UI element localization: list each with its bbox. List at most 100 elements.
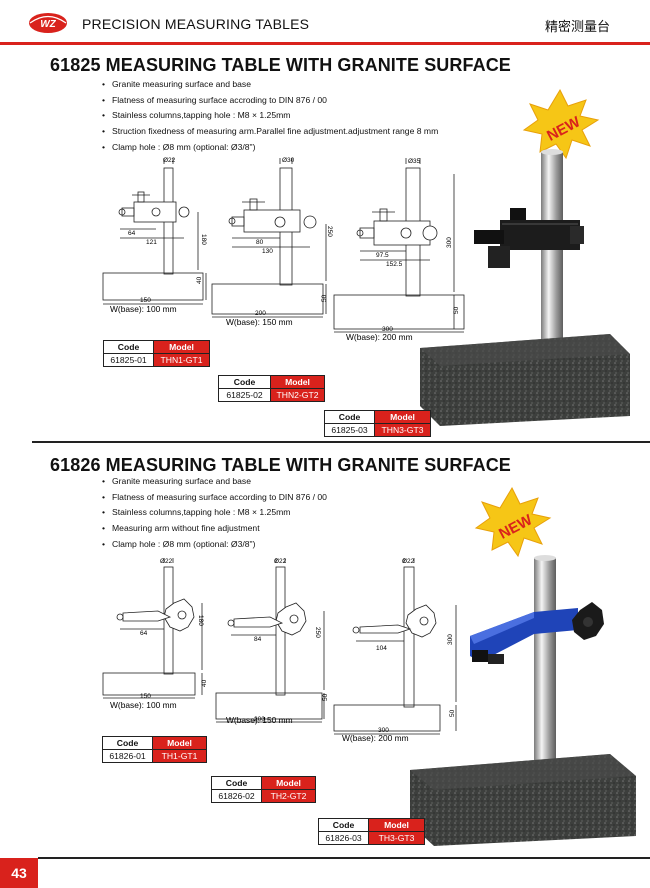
product-code: 61826-01	[102, 749, 153, 763]
dim-arm-inner: 84	[254, 636, 262, 643]
dim-diameter: Ø35	[408, 158, 421, 165]
dim-diameter: Ø22	[160, 558, 173, 565]
code-header: Code	[211, 776, 262, 790]
model-header: Model	[368, 818, 425, 832]
dim-base-width: 200	[255, 310, 266, 317]
drawing-61826-01: Ø22 64 180 40 150 W(base): 100 mm	[102, 558, 208, 710]
section-divider	[32, 441, 650, 443]
base-width-caption: W(base): 150 mm	[226, 715, 293, 725]
dim-arm-inner: 80	[256, 239, 264, 246]
dim-base-height: 50	[449, 709, 456, 717]
dim-base-height: 50	[321, 294, 328, 302]
dim-arm-outer: 130	[262, 248, 273, 255]
dim-diameter: Ø22	[402, 558, 415, 565]
model-header: Model	[152, 736, 207, 750]
feature-list-61826: Granite measuring surface and base Flatn…	[102, 474, 327, 553]
dim-height: 180	[197, 615, 204, 626]
product-model: THN1-GT1	[153, 353, 210, 367]
product-code: 61825-02	[218, 388, 271, 402]
product-code: 61825-03	[324, 423, 375, 437]
base-width-caption: W(base): 100 mm	[110, 700, 177, 710]
dim-base-width: 200	[254, 716, 265, 723]
measuring-arm	[470, 602, 604, 664]
section-title-61825: 61825 MEASURING TABLE WITH GRANITE SURFA…	[50, 55, 511, 75]
dim-diameter: Ø30	[282, 157, 295, 164]
product-model: THN2-GT2	[270, 388, 325, 402]
column	[534, 558, 556, 780]
dim-arm-inner: 64	[128, 230, 136, 237]
feature-item: Stainless columns,tapping hole : M8 × 1.…	[102, 108, 438, 124]
svg-text:WZ: WZ	[40, 19, 56, 30]
feature-item: Granite measuring surface and base	[102, 474, 327, 490]
product-code: 61826-02	[211, 789, 262, 803]
dim-diameter: Ø22	[163, 157, 176, 164]
dim-base-height: 50	[453, 306, 460, 314]
drawing-61825-03: Ø35 97.5 152.5 300 50 300 W(base): 200 m…	[333, 158, 465, 342]
page-header: WZ PRECISION MEASURING TABLES 精密测量台	[0, 0, 650, 46]
dim-base-height: 40	[196, 276, 203, 284]
feature-item: Clamp hole : Ø8 mm (optional: Ø3/8")	[102, 140, 438, 156]
base-width-caption: W(base): 200 mm	[346, 332, 413, 342]
base-width-caption: W(base): 200 mm	[342, 733, 409, 743]
code-header: Code	[318, 818, 369, 832]
drawing-61825-02: Ø30 80 130 250 50 200 W(base): 150 mm	[211, 157, 333, 327]
header-title: PRECISION MEASURING TABLES	[82, 16, 310, 32]
feature-list-61825: Granite measuring surface and base Flatn…	[102, 77, 438, 156]
code-header: Code	[103, 340, 154, 354]
model-header: Model	[261, 776, 316, 790]
base-width-caption: W(base): 100 mm	[110, 304, 177, 314]
header-rule	[0, 42, 650, 45]
model-header: Model	[153, 340, 210, 354]
model-header: Model	[374, 410, 431, 424]
feature-item: Clamp hole : Ø8 mm (optional: Ø3/8")	[102, 537, 327, 553]
dim-arm-inner: 104	[376, 645, 387, 652]
column	[541, 152, 563, 362]
dim-height: 300	[447, 634, 454, 645]
dim-diameter: Ø22	[274, 558, 287, 565]
product-code: 61825-01	[103, 353, 154, 367]
product-model: THN3-GT3	[374, 423, 431, 437]
measuring-arm	[474, 208, 584, 268]
product-photo-61825: NEW	[420, 88, 630, 426]
product-model: TH1-GT1	[152, 749, 207, 763]
base-width-caption: W(base): 150 mm	[226, 317, 293, 327]
dim-arm-inner: 64	[140, 630, 148, 637]
code-header: Code	[218, 375, 271, 389]
dim-height: 180	[200, 234, 207, 245]
feature-item: Stainless columns,tapping hole : M8 × 1.…	[102, 505, 327, 521]
product-photo-61826: NEW	[410, 486, 636, 846]
code-header: Code	[102, 736, 153, 750]
product-model: TH3-GT3	[368, 831, 425, 845]
brand-logo: WZ	[29, 13, 67, 33]
drawing-61826-02: Ø22 84 250 50 200 W(base): 150 mm	[215, 558, 329, 725]
product-model: TH2-GT2	[261, 789, 316, 803]
dim-arm-outer: 121	[146, 239, 157, 246]
code-header: Code	[324, 410, 375, 424]
product-code: 61826-03	[318, 831, 369, 845]
feature-item: Struction fixedness of measuring arm.Par…	[102, 124, 438, 140]
footer-rule	[38, 857, 650, 859]
dim-base-height: 50	[322, 693, 329, 701]
dim-base-height: 40	[201, 679, 208, 687]
dim-height: 300	[446, 237, 453, 248]
dim-height: 250	[326, 226, 333, 237]
section-title-61826: 61826 MEASURING TABLE WITH GRANITE SURFA…	[50, 455, 511, 475]
dim-base-width: 300	[378, 727, 389, 734]
dim-base-width: 150	[140, 297, 151, 304]
header-title-chinese: 精密测量台	[544, 20, 610, 35]
feature-item: Flatness of measuring surface accroding …	[102, 93, 438, 109]
dim-base-width: 300	[382, 326, 393, 333]
dim-arm-inner: 97.5	[376, 252, 389, 259]
dim-height: 250	[314, 627, 321, 638]
feature-item: Flatness of measuring surface according …	[102, 490, 327, 506]
dim-arm-outer: 152.5	[386, 261, 403, 268]
drawing-61825-01: Ø22 64 121 180 40 150 W(base): 100 mm	[102, 157, 207, 314]
feature-item: Measuring arm without fine adjustment	[102, 521, 327, 537]
model-header: Model	[270, 375, 325, 389]
new-badge: NEW	[522, 88, 600, 160]
